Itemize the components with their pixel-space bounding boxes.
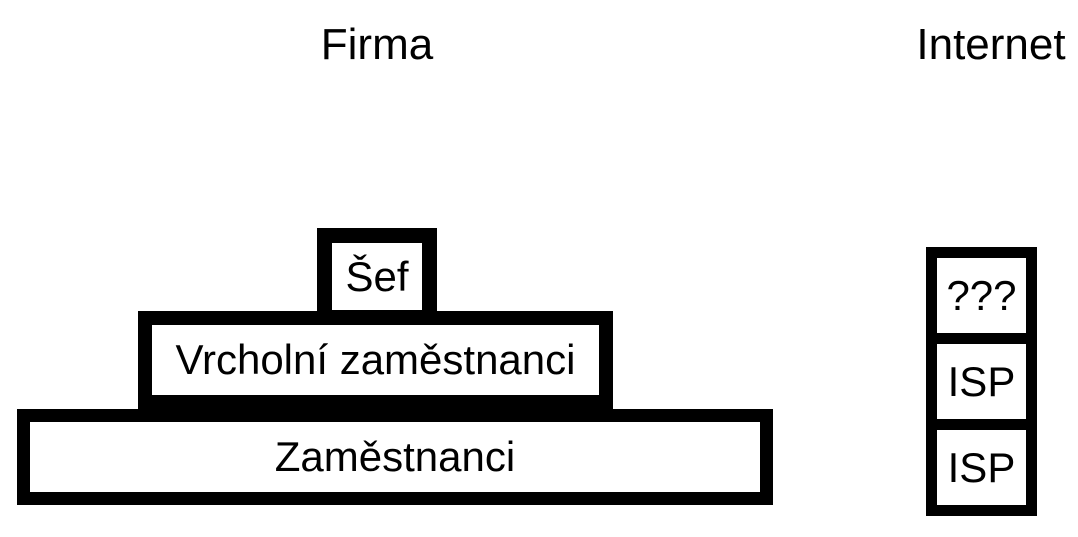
internet-section-title: Internet	[916, 20, 1066, 69]
internet-stack-item-unknown: ???	[926, 247, 1037, 344]
pyramid-level-top-employees: Vrcholní zaměstnanci	[138, 311, 613, 409]
internet-stack-item-isp-1-label: ISP	[947, 357, 1016, 405]
pyramid-level-boss: Šef	[317, 228, 437, 325]
internet-stack-item-unknown-label: ???	[946, 271, 1017, 319]
pyramid-level-employees-label: Zaměstnanci	[274, 433, 516, 480]
pyramid-level-boss-label: Šef	[345, 252, 409, 300]
firma-section-title: Firma	[320, 20, 434, 69]
internet-stack-item-isp-1: ISP	[926, 333, 1037, 430]
pyramid-level-employees: Zaměstnanci	[17, 409, 773, 505]
internet-stack-item-isp-2: ISP	[926, 419, 1037, 516]
internet-stack-item-isp-2-label: ISP	[947, 443, 1016, 491]
pyramid-level-top-employees-label: Vrcholní zaměstnanci	[175, 336, 576, 383]
internet-stack: ??? ISP ISP	[926, 247, 1037, 516]
